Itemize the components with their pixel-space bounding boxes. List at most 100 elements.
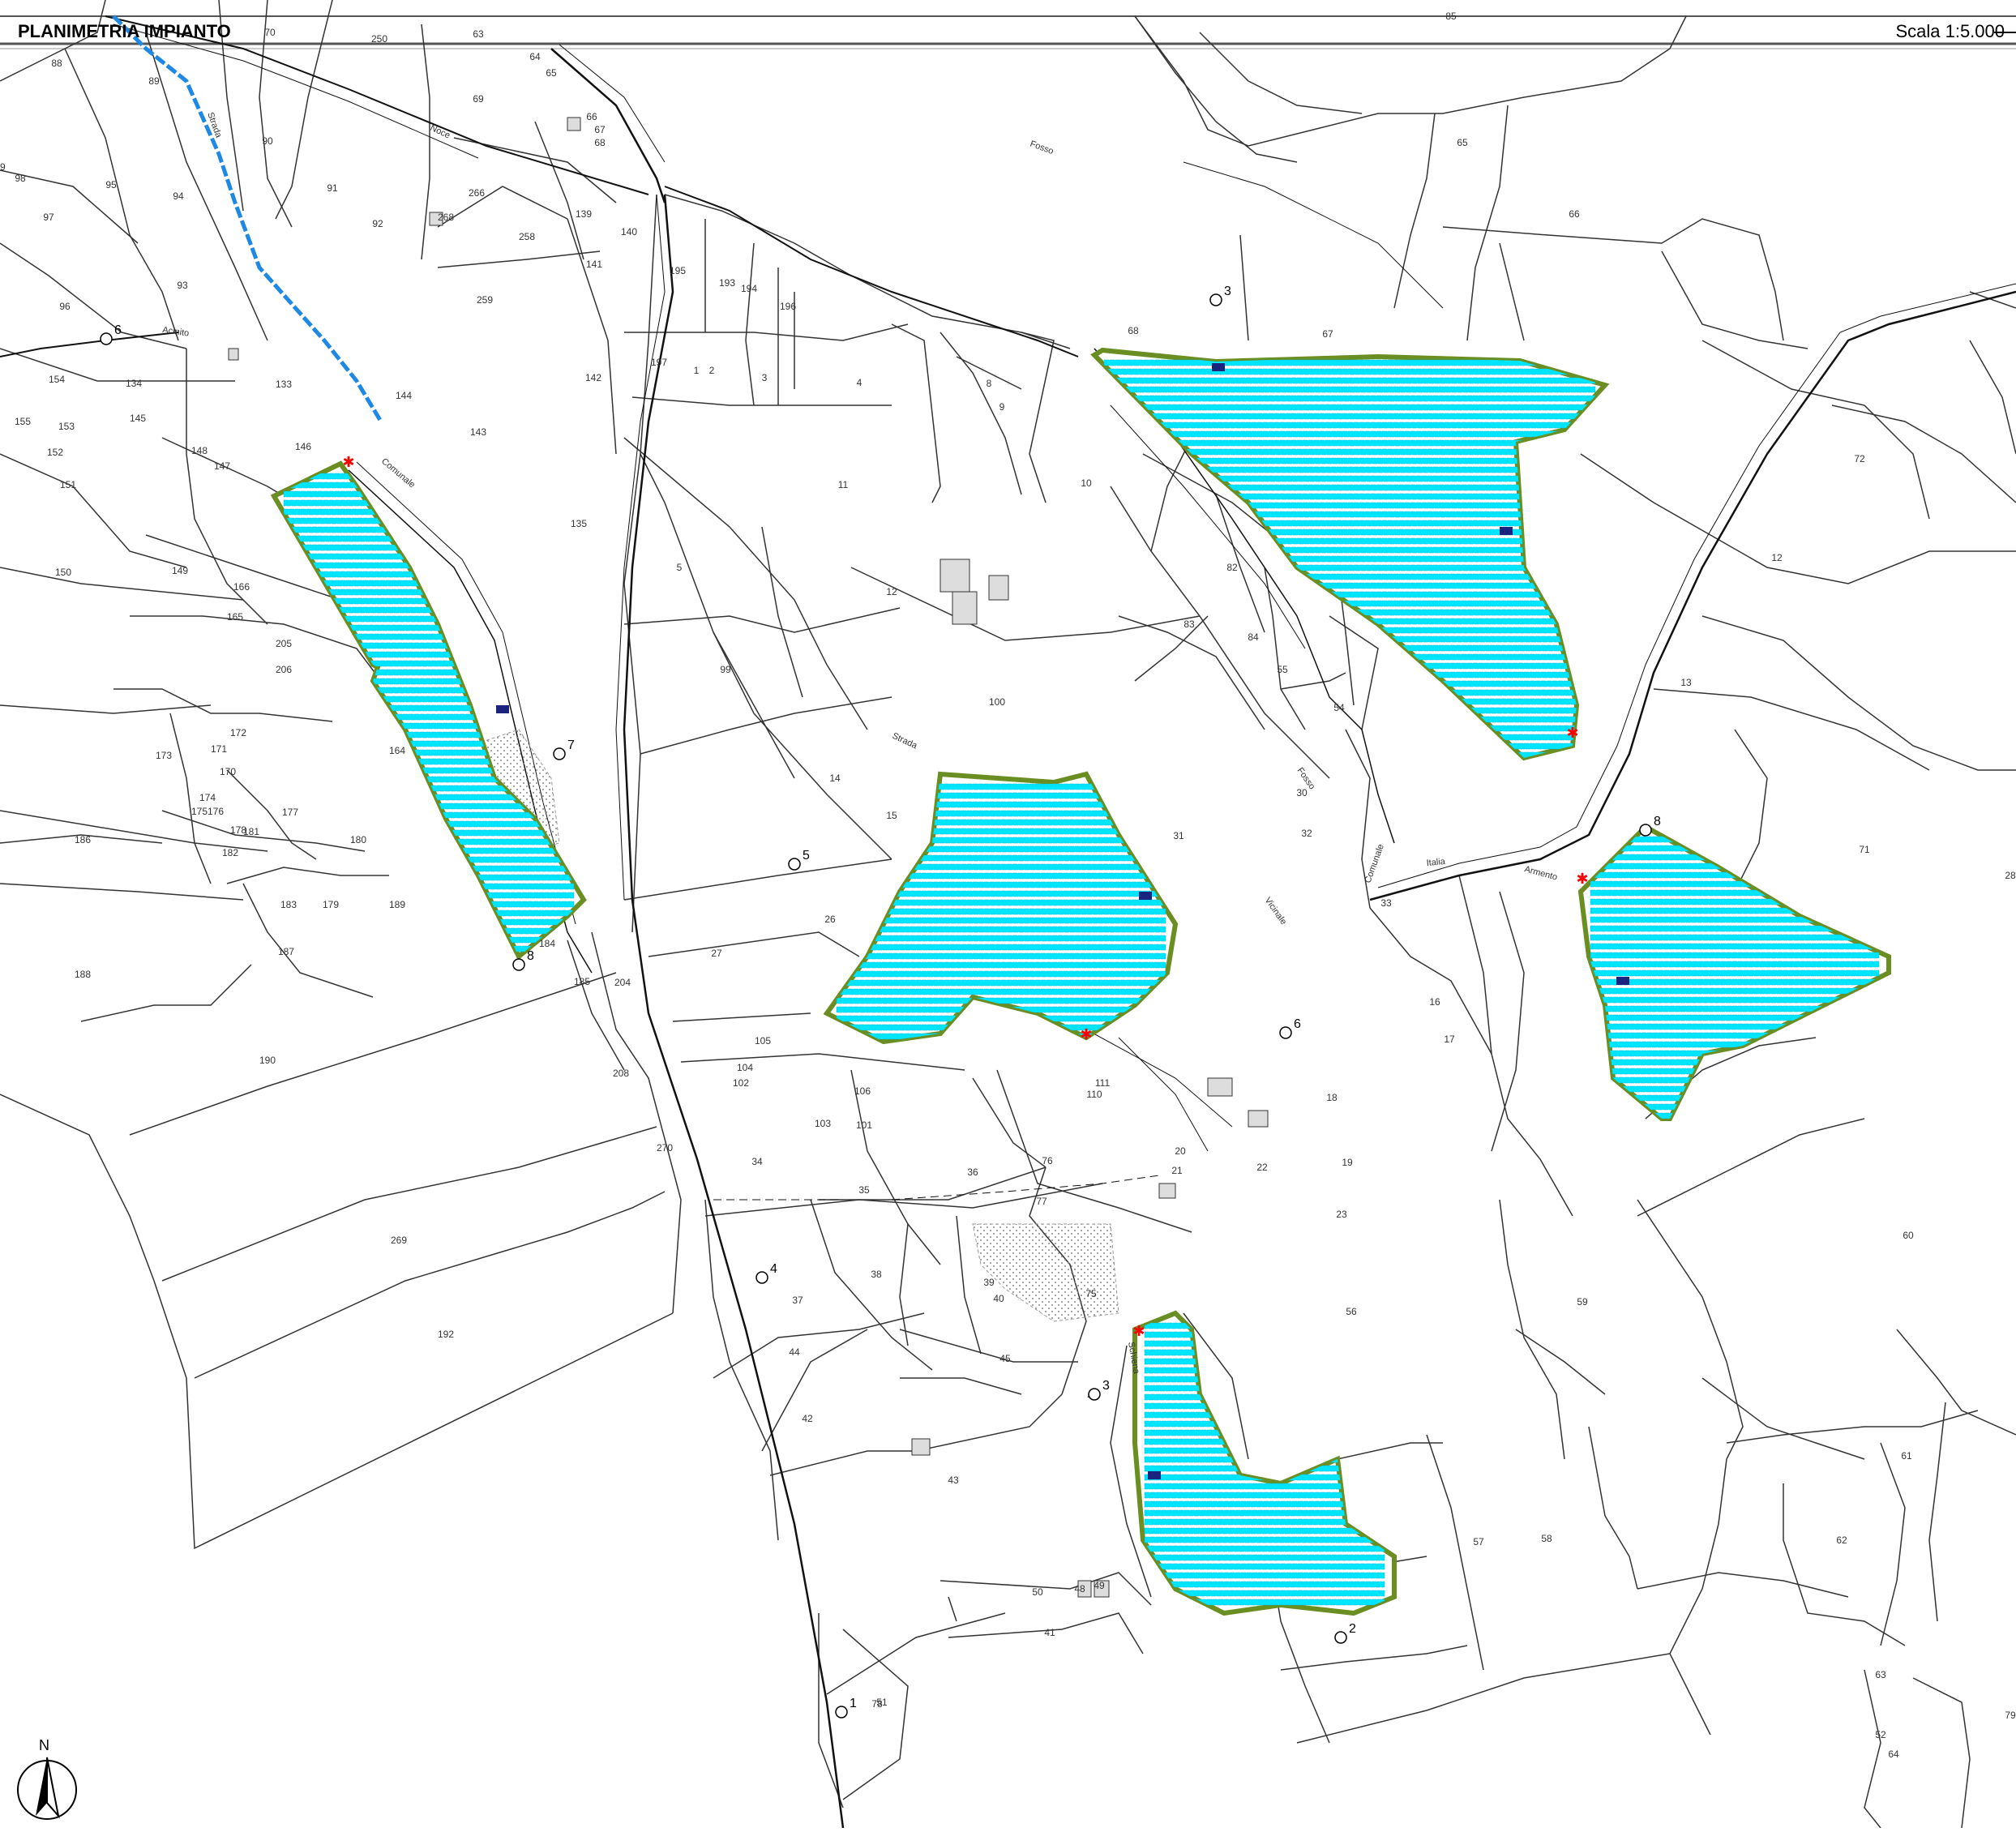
parcel-number: 174 xyxy=(199,792,216,803)
road-label: Strada xyxy=(891,731,919,751)
parcel-number: 165 xyxy=(227,611,243,623)
parcel-number: 15 xyxy=(886,810,897,821)
parcel-number: 18 xyxy=(1326,1092,1338,1103)
parcel-number: 64 xyxy=(529,51,541,62)
page-title: PLANIMETRIA IMPIANTO xyxy=(18,21,231,41)
parcel-number: 106 xyxy=(854,1085,871,1097)
parcel-number: 63 xyxy=(1875,1669,1886,1680)
parcel-number: 68 xyxy=(594,137,606,148)
header-frame xyxy=(0,15,2016,49)
scale-label: Scala 1:5.000 xyxy=(1895,21,2005,41)
parcel-number: 67 xyxy=(1322,328,1333,340)
parcel-number: 134 xyxy=(126,378,142,389)
parcel-number: 91 xyxy=(327,182,338,194)
parcel-number: 190 xyxy=(259,1055,276,1066)
parcel-number: 58 xyxy=(1541,1533,1552,1544)
access-point-icon: ✱ xyxy=(1576,871,1588,887)
parcel-number: 149 xyxy=(172,565,188,576)
road-label: Acinito xyxy=(162,325,190,338)
parcel-number: 172 xyxy=(230,727,246,738)
parcel-number: 11 xyxy=(838,479,849,490)
parcel-number: 180 xyxy=(350,834,366,845)
buildings xyxy=(228,117,1269,1598)
access-point-icon: ✱ xyxy=(1080,1026,1092,1042)
stream-line xyxy=(112,15,383,423)
access-point-icon: ✱ xyxy=(1566,725,1578,741)
parcel-number: 33 xyxy=(1380,897,1392,909)
parcel-number: 110 xyxy=(1086,1089,1102,1100)
parcel-number: 94 xyxy=(173,190,184,202)
parcel-number: 71 xyxy=(1859,844,1870,855)
parcel-number: 42 xyxy=(802,1413,813,1424)
parcel-number: 100 xyxy=(989,696,1005,708)
parcel-number: 92 xyxy=(372,218,383,229)
parcel-number: 96 xyxy=(59,301,71,312)
parcel-number: 38 xyxy=(871,1269,882,1280)
parcel-number: 27 xyxy=(711,948,722,959)
survey-point-label: 2 xyxy=(1349,1622,1356,1636)
parcel-number: 194 xyxy=(741,283,757,294)
survey-point-label: 6 xyxy=(114,323,122,337)
parcel-number: 93 xyxy=(177,280,188,291)
parcel-number: 98 xyxy=(15,173,26,184)
parcel-number: 45 xyxy=(999,1353,1011,1364)
survey-point-icon xyxy=(1639,824,1652,837)
parcel-number: 269 xyxy=(391,1235,407,1246)
survey-point-label: 3 xyxy=(1224,285,1231,298)
parcel-number: 143 xyxy=(470,426,486,438)
road-label: Fosso xyxy=(1029,139,1055,157)
parcel-number: 1 xyxy=(694,365,700,376)
survey-point-label: 8 xyxy=(527,949,534,963)
road-label: Comunale xyxy=(379,456,417,490)
parcel-number: 49 xyxy=(1094,1580,1105,1591)
parcel-number: 146 xyxy=(295,441,311,452)
parcel-number: 3 xyxy=(762,372,768,383)
parcel-number: 34 xyxy=(751,1156,763,1167)
parcel-number: 85 xyxy=(1445,11,1457,22)
parcel-number: 62 xyxy=(1836,1535,1847,1546)
parcel-number: 208 xyxy=(613,1068,629,1079)
parcel-number: 2 xyxy=(709,365,715,376)
parcel-number: 55 xyxy=(1277,664,1288,675)
parcel-number: 61 xyxy=(1901,1450,1912,1462)
parcel-number: 177 xyxy=(282,807,298,818)
parcel-number: 88 xyxy=(51,58,62,69)
parcel-number: 166 xyxy=(233,581,250,593)
parcel-number: 102 xyxy=(733,1077,749,1089)
parcel-number: 35 xyxy=(858,1184,870,1196)
parcel-number: 44 xyxy=(789,1346,800,1358)
parcel-number: 64 xyxy=(1888,1749,1899,1760)
parcel-number: 65 xyxy=(1457,137,1468,148)
parcel-number: 59 xyxy=(1577,1296,1588,1308)
parcel-number: 176 xyxy=(208,806,224,817)
parcel-number: 23 xyxy=(1336,1209,1347,1220)
parcel-number: 206 xyxy=(276,664,292,675)
survey-point-label: 8 xyxy=(1654,815,1661,828)
parcel-number: 104 xyxy=(737,1062,753,1073)
parcel-number: 68 xyxy=(1128,325,1139,336)
parcel-number: 171 xyxy=(211,743,227,755)
survey-point-icon xyxy=(835,1706,848,1719)
parcel-number: 186 xyxy=(75,834,91,845)
parcel-number: 178 xyxy=(230,824,246,836)
parcel-number: 82 xyxy=(1226,562,1238,573)
parcel-number: 12 xyxy=(1771,552,1783,563)
parcel-number: 54 xyxy=(1333,702,1345,713)
survey-point-icon xyxy=(100,332,113,345)
survey-point-label: 7 xyxy=(567,738,575,752)
parcel-number: 170 xyxy=(220,766,236,777)
parcel-number: 139 xyxy=(576,208,592,220)
parcel-number: 103 xyxy=(815,1118,831,1129)
parcel-number: 40 xyxy=(993,1293,1004,1304)
parcel-number: 51 xyxy=(876,1697,888,1708)
parcel-number: 175 xyxy=(191,806,208,817)
excluded-area-2 xyxy=(972,1223,1119,1322)
north-arrow-icon xyxy=(17,1757,77,1820)
pv-plant-area xyxy=(1090,347,1610,761)
survey-point-icon xyxy=(755,1271,768,1284)
parcel-number: 153 xyxy=(58,421,75,432)
parcel-number: 140 xyxy=(621,226,637,238)
